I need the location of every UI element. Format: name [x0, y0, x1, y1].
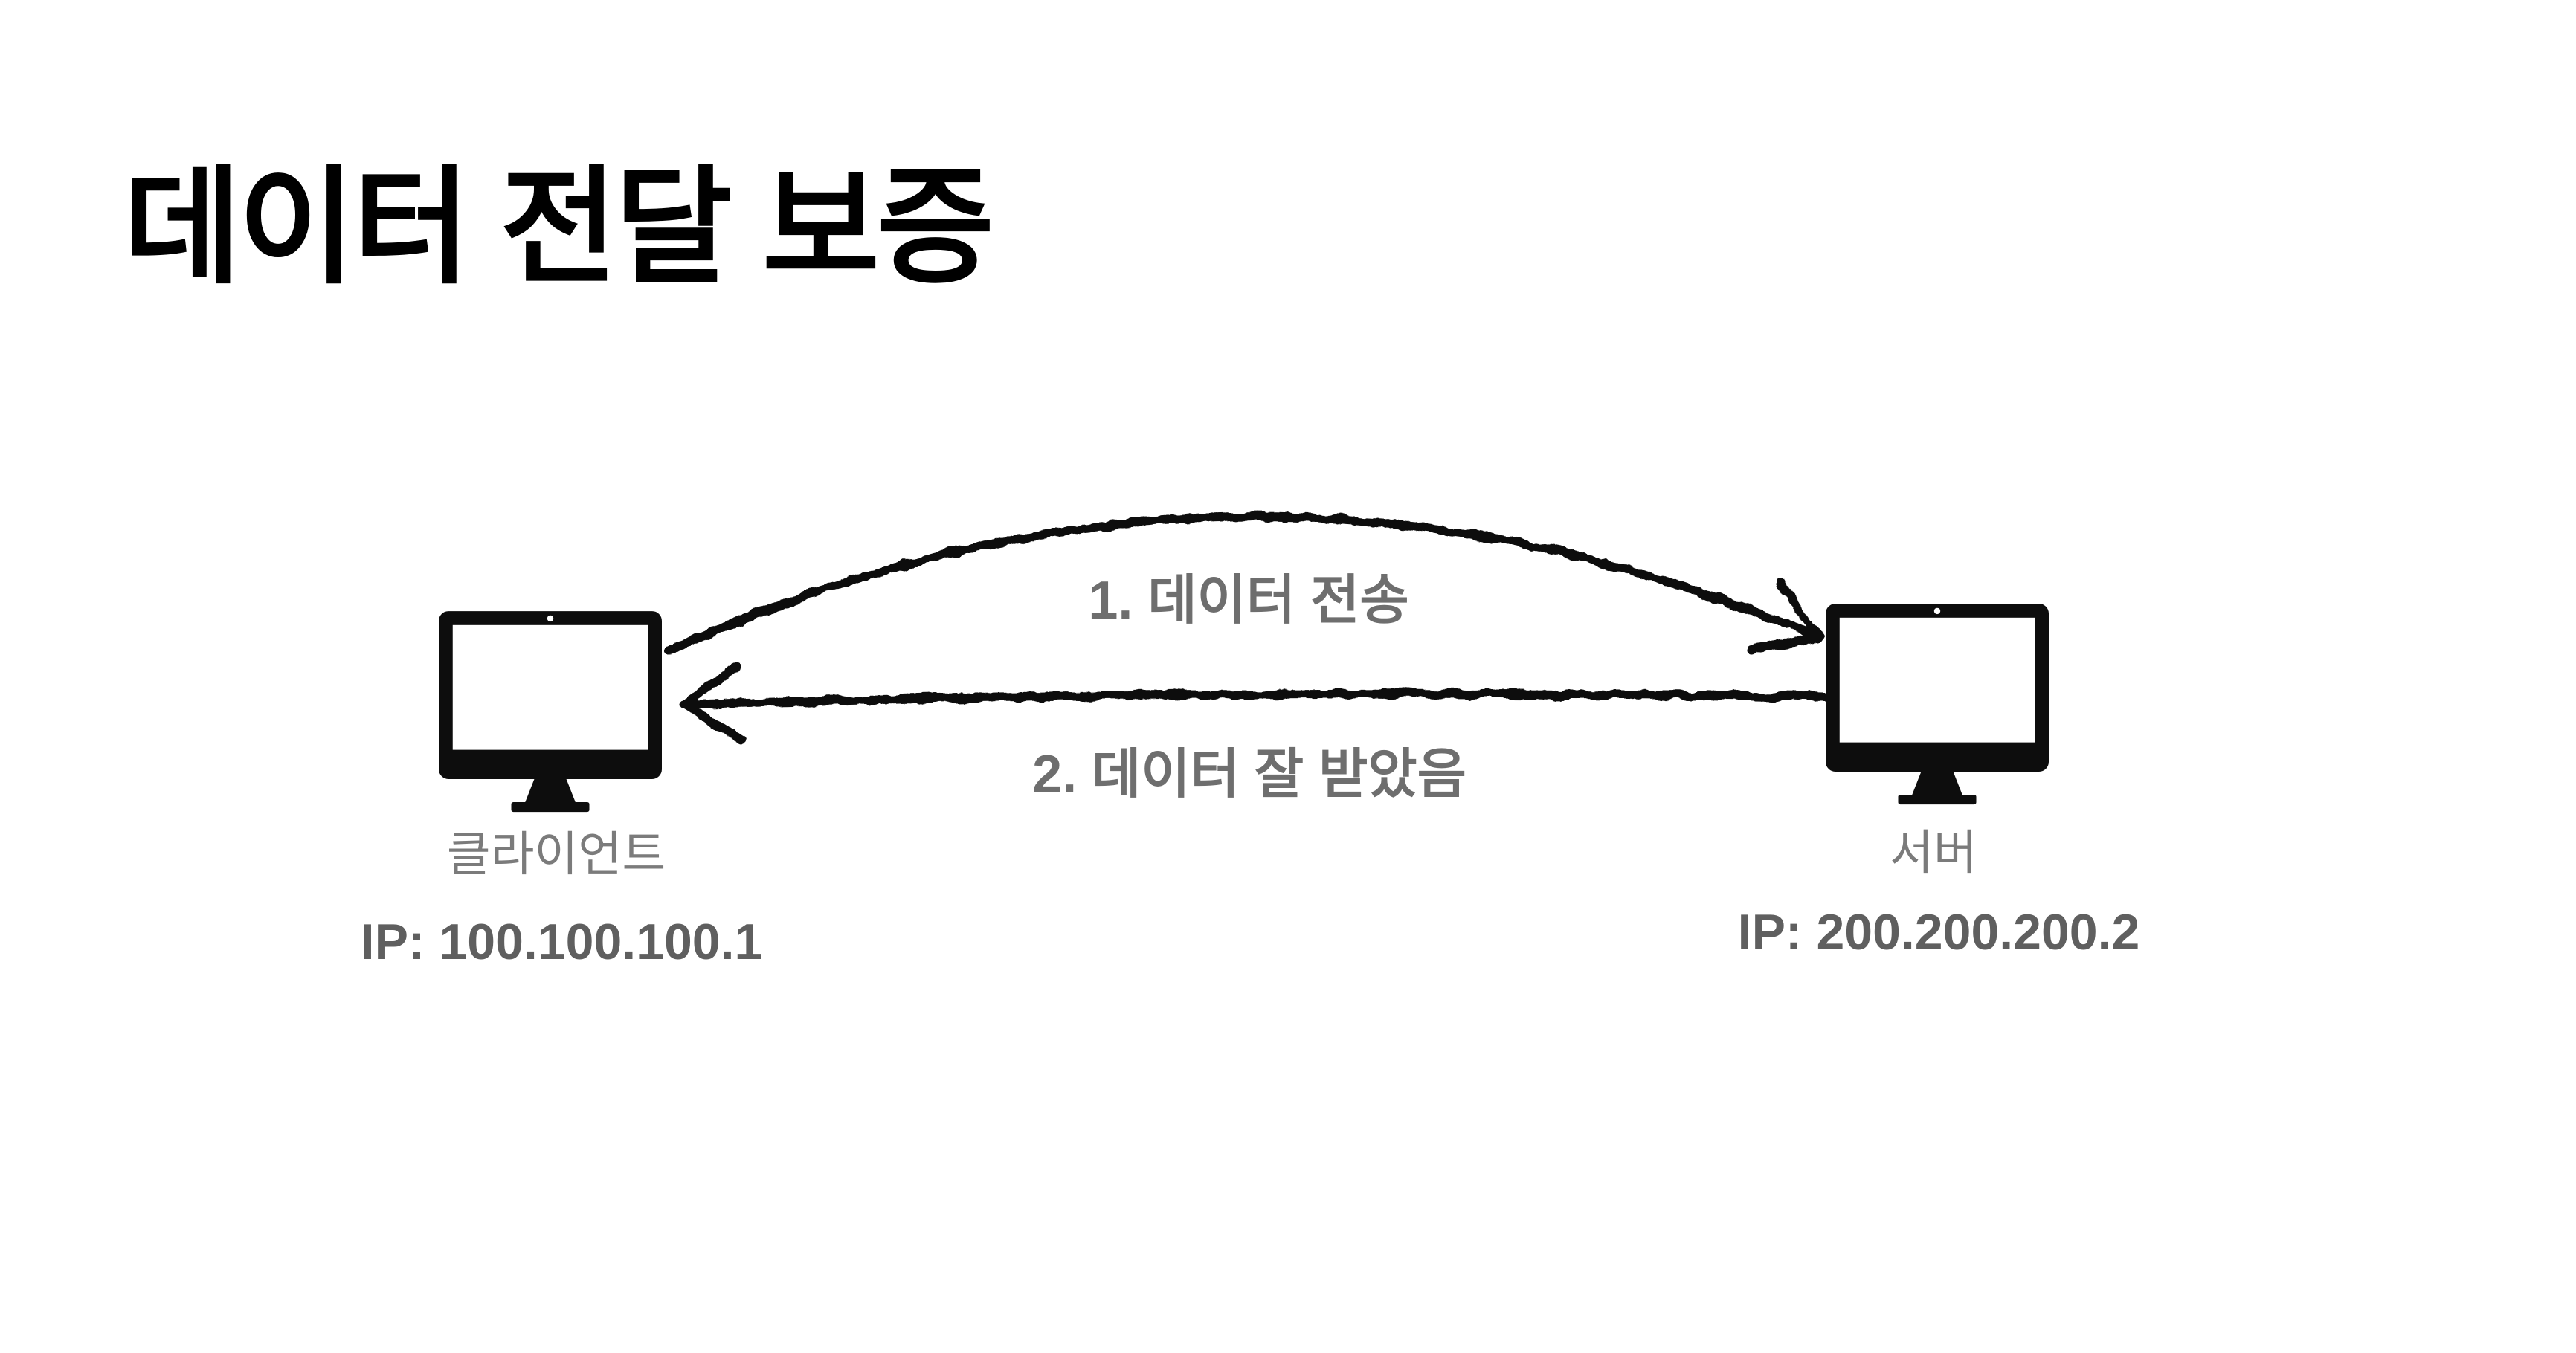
- camera-dot-icon: [547, 615, 554, 622]
- arrow-request-head-icon: [1748, 578, 1823, 653]
- arrow-response-head-icon: [678, 662, 744, 744]
- arrow-request-curve: [665, 512, 1823, 655]
- camera-dot-icon: [1933, 607, 1941, 615]
- server-ip-label: IP: 200.200.200.2: [1737, 904, 2140, 960]
- flow-2-label: 2. 데이터 잘 받았음: [1032, 745, 1466, 804]
- monitor-stand: [1912, 772, 1962, 795]
- client-label: 클라이언트: [446, 827, 666, 881]
- monitor-base: [511, 801, 590, 813]
- page-title: 데이터 전달 보증: [123, 156, 994, 300]
- monitor-base: [1898, 794, 1977, 805]
- flow-1-label: 1. 데이터 전송: [1088, 571, 1409, 630]
- arrow-response-line: [678, 689, 1830, 709]
- monitor-screen: [452, 624, 648, 750]
- server-label: 서버: [1890, 826, 1977, 879]
- client-ip-label: IP: 100.100.100.1: [360, 914, 763, 970]
- server-computer-icon: [1826, 604, 2049, 805]
- monitor-screen: [1839, 617, 2035, 743]
- arrows-layer: [665, 512, 1830, 744]
- client-computer-icon: [439, 611, 662, 813]
- monitor-stand: [525, 779, 576, 802]
